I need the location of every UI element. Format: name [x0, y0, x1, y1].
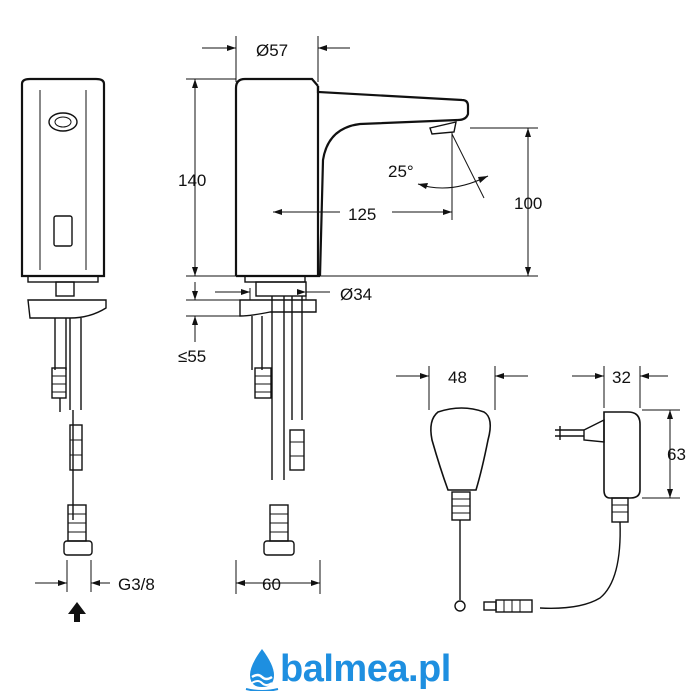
brand-logo[interactable]: balmea.pl [244, 645, 451, 693]
dim-55-label: ≤55 [178, 347, 206, 366]
dimension-d34: Ø34 [215, 285, 372, 304]
dimension-140: 140 [178, 78, 236, 277]
dimension-48: 48 [396, 366, 528, 410]
dim-d57-label: Ø57 [256, 41, 288, 60]
dim-60-label: 60 [262, 575, 281, 594]
dim-angle-label: 25° [388, 162, 414, 181]
dim-g38-label: G3/8 [118, 575, 155, 594]
sensor-window [48, 112, 78, 132]
dimension-55: ≤55 [178, 282, 240, 366]
dimension-d57: Ø57 [202, 36, 350, 82]
indicator-window [53, 215, 73, 247]
dim-d34-label: Ø34 [340, 285, 372, 304]
side-view [234, 77, 470, 556]
dimension-100: 100 [320, 127, 542, 277]
dimension-63: 63 [642, 409, 686, 499]
dimension-125: 125 [273, 132, 453, 224]
dimension-32: 32 [572, 366, 668, 408]
dim-48-label: 48 [448, 368, 467, 387]
water-flow-arrow [68, 602, 86, 622]
dimension-angle: 25° [388, 133, 489, 199]
dim-32-label: 32 [612, 368, 631, 387]
water-drop-icon [245, 649, 279, 691]
dim-125-label: 125 [348, 205, 376, 224]
dimension-g38: G3/8 [35, 560, 155, 594]
brand-name: balmea.pl [280, 647, 451, 690]
dimension-60: 60 [235, 560, 321, 594]
dim-100-label: 100 [514, 194, 542, 213]
front-view [20, 77, 107, 556]
power-adapter [483, 411, 641, 613]
dim-140-label: 140 [178, 171, 206, 190]
control-box [430, 407, 492, 612]
dim-63-label: 63 [667, 445, 686, 464]
